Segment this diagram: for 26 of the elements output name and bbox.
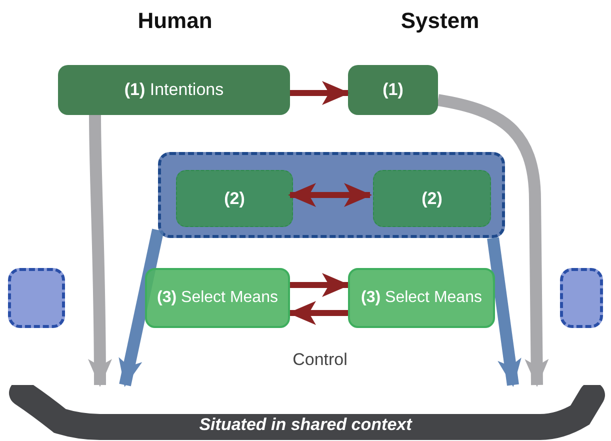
- column-heading: System: [400, 8, 480, 34]
- dashed-box: [8, 268, 65, 328]
- group-band: [158, 152, 505, 238]
- node-label: (1): [382, 80, 404, 100]
- process-box: [348, 268, 495, 328]
- node-label: (2): [224, 188, 245, 208]
- process-box: [348, 65, 438, 115]
- arrow: [88, 114, 112, 387]
- node-label: (3) Select Means: [157, 289, 278, 307]
- arrow: [290, 273, 350, 297]
- process-box: [58, 65, 290, 115]
- node-label: (2): [422, 188, 442, 208]
- process-box: [373, 170, 491, 227]
- process-box: [145, 268, 290, 328]
- arrow: [288, 183, 372, 207]
- node-label: (3) Select Means: [361, 289, 482, 307]
- arrow: [118, 228, 164, 387]
- process-box: [176, 170, 293, 227]
- arrow: [288, 301, 348, 325]
- node-label: (1) Intentions: [124, 80, 224, 100]
- arrow: [436, 94, 549, 387]
- context-label: Situated in shared context: [199, 415, 412, 435]
- dashed-box: [560, 268, 603, 328]
- column-heading: Human: [138, 8, 212, 34]
- arrow: [290, 81, 350, 105]
- control-label: Control: [292, 350, 348, 370]
